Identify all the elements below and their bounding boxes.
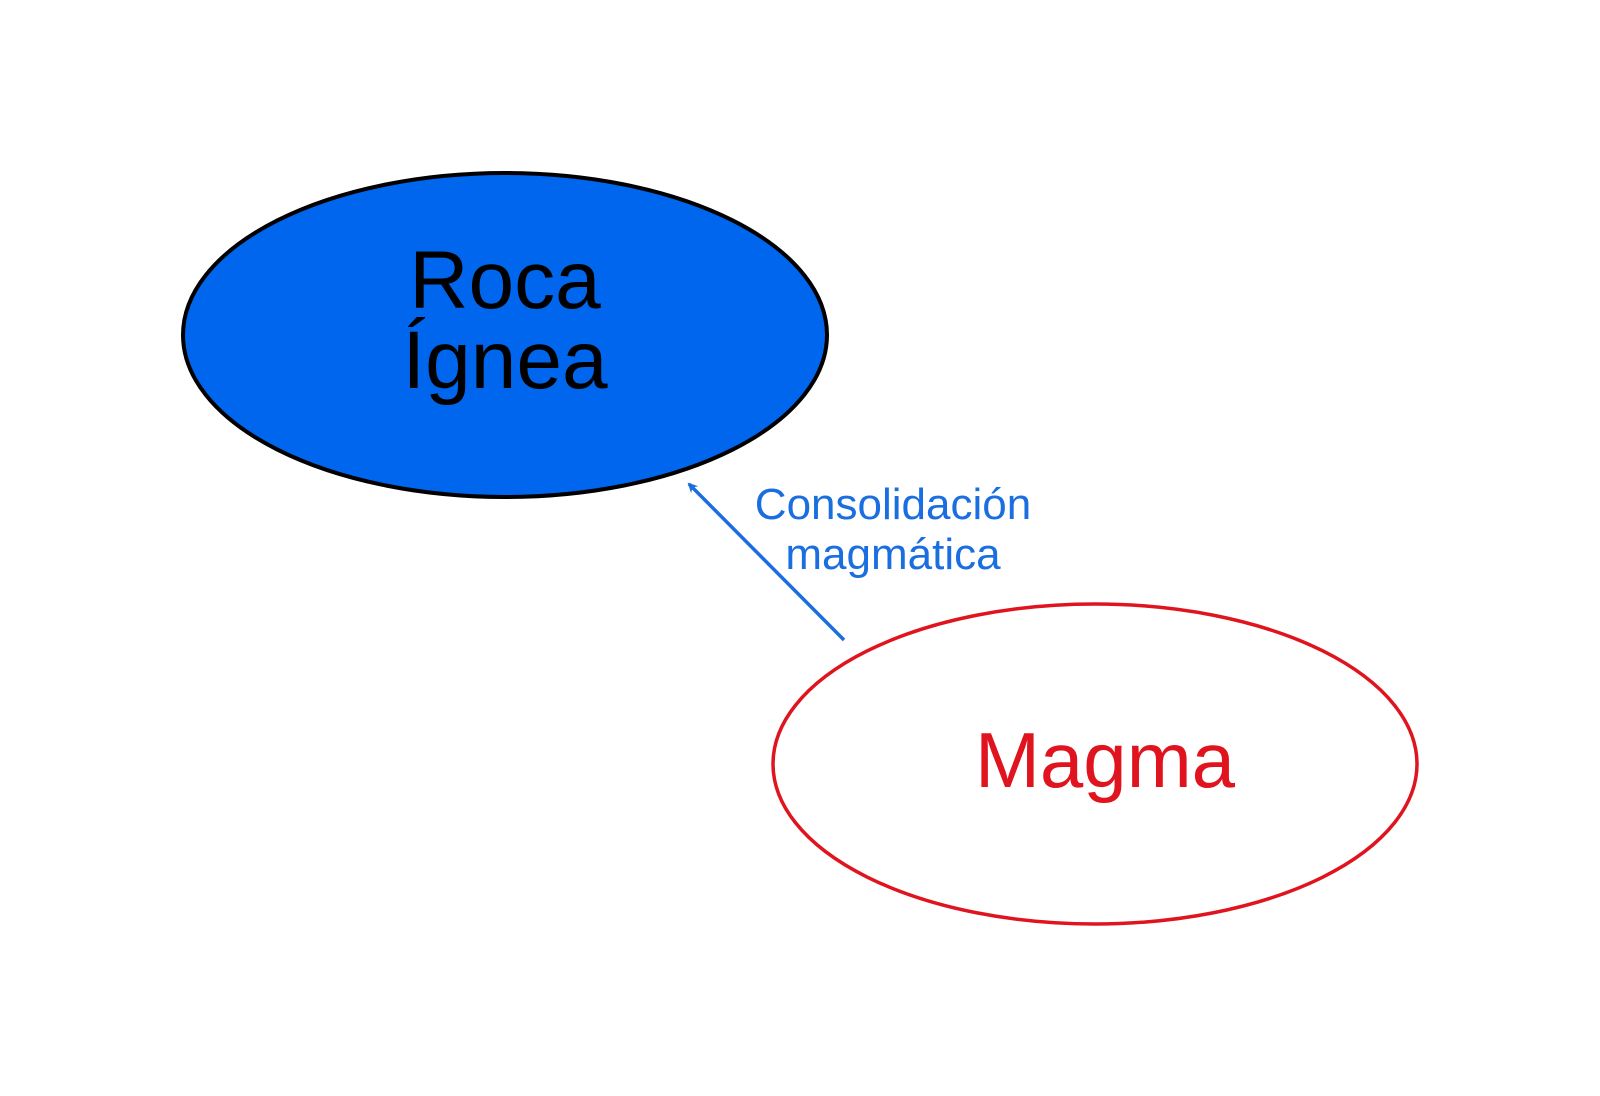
magma-label: Magma bbox=[975, 716, 1236, 804]
consolidation-label-line2: magmática bbox=[785, 530, 1001, 579]
magma-ellipse bbox=[771, 602, 1419, 926]
igneous-rock-label-line2: Ígnea bbox=[402, 315, 608, 406]
igneous-rock-label-line1: Roca bbox=[409, 235, 601, 326]
edge-consolidation: Consolidación magmática bbox=[687, 480, 1031, 642]
igneous-rock-ellipse bbox=[181, 171, 829, 499]
node-magma: Magma bbox=[771, 602, 1419, 926]
node-igneous-rock: Roca Ígnea bbox=[181, 171, 829, 499]
consolidation-arrow bbox=[687, 482, 846, 642]
consolidation-label-line1: Consolidación bbox=[755, 480, 1031, 529]
